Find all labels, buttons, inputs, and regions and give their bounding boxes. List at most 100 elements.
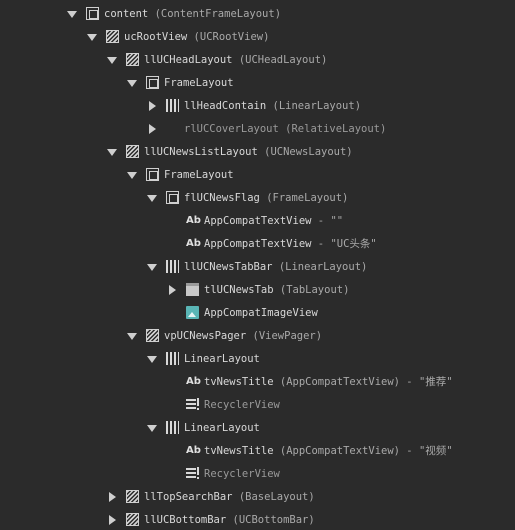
tree-node-label: content (ContentFrameLayout) xyxy=(104,4,281,24)
tree-node-label: FrameLayout xyxy=(164,165,234,185)
collapse-arrow-icon[interactable] xyxy=(126,165,138,185)
tree-node[interactable]: AppCompatImageView xyxy=(0,303,515,323)
tree-node[interactable]: llHeadContain (LinearLayout) xyxy=(0,96,515,116)
tree-node[interactable]: vpUCNewsPager (ViewPager) xyxy=(0,326,515,346)
custom-view-icon xyxy=(126,53,139,66)
node-type: (ContentFrameLayout) xyxy=(154,8,282,20)
tree-node-label: LinearLayout xyxy=(184,349,260,369)
tree-node[interactable]: FrameLayout xyxy=(0,165,515,185)
tree-node[interactable]: RecyclerView xyxy=(0,464,515,484)
tree-node[interactable]: llUCNewsTabBar (LinearLayout) xyxy=(0,257,515,277)
tree-node[interactable]: FrameLayout xyxy=(0,73,515,93)
node-name: llHeadContain xyxy=(184,100,267,112)
tree-node[interactable]: ucRootView (UCRootView) xyxy=(0,27,515,47)
node-name: RecyclerView xyxy=(204,468,280,480)
tree-node-label: llUCNewsTabBar (LinearLayout) xyxy=(184,257,367,277)
custom-view-icon xyxy=(106,30,119,43)
text-view-icon: Ab xyxy=(186,215,201,226)
tree-node-label: llUCHeadLayout (UCHeadLayout) xyxy=(144,50,327,70)
collapse-arrow-icon[interactable] xyxy=(146,257,158,277)
tree-node[interactable]: tlUCNewsTab (TabLayout) xyxy=(0,280,515,300)
collapse-arrow-icon[interactable] xyxy=(146,188,158,208)
linear-layout-icon xyxy=(166,99,179,112)
node-type: - "" xyxy=(317,215,344,227)
expand-arrow-icon[interactable] xyxy=(106,510,118,530)
recycler-view-icon xyxy=(186,398,200,411)
node-type: (LinearLayout) xyxy=(272,100,362,112)
tree-node[interactable]: content (ContentFrameLayout) xyxy=(0,4,515,24)
node-type: (TabLayout) xyxy=(279,284,350,296)
tree-node-label: AppCompatTextView - "" xyxy=(204,211,343,231)
tree-node[interactable]: llUCHeadLayout (UCHeadLayout) xyxy=(0,50,515,70)
node-name: llUCNewsListLayout xyxy=(144,146,258,158)
node-type: (UCBottomBar) xyxy=(232,514,315,526)
node-type: (AppCompatTextView) - "视频" xyxy=(279,445,453,457)
collapse-arrow-icon[interactable] xyxy=(146,349,158,369)
collapse-arrow-icon[interactable] xyxy=(126,73,138,93)
image-view-icon xyxy=(186,306,199,319)
collapse-arrow-icon[interactable] xyxy=(126,326,138,346)
tree-node-label: llUCNewsListLayout (UCNewsLayout) xyxy=(144,142,353,162)
relative-layout-icon xyxy=(166,122,179,135)
text-view-icon: Ab xyxy=(186,445,201,456)
collapse-arrow-icon[interactable] xyxy=(106,50,118,70)
tree-node[interactable]: rlUCCoverLayout (RelativeLayout) xyxy=(0,119,515,139)
expand-arrow-icon[interactable] xyxy=(106,487,118,507)
frame-layout-icon xyxy=(86,7,99,20)
tree-node-label: llHeadContain (LinearLayout) xyxy=(184,96,361,116)
text-view-icon: Ab xyxy=(186,376,201,387)
node-name: FrameLayout xyxy=(164,77,234,89)
collapse-arrow-icon[interactable] xyxy=(106,142,118,162)
node-name: tvNewsTitle xyxy=(204,445,274,457)
tree-node-label: LinearLayout xyxy=(184,418,260,438)
node-name: AppCompatTextView xyxy=(204,215,312,227)
collapse-arrow-icon[interactable] xyxy=(86,27,98,47)
frame-layout-icon xyxy=(146,168,159,181)
node-type: - "UC头条" xyxy=(317,238,377,250)
tree-node-label: llTopSearchBar (BaseLayout) xyxy=(144,487,315,507)
tree-node[interactable]: flUCNewsFlag (FrameLayout) xyxy=(0,188,515,208)
tab-layout-icon xyxy=(186,283,199,296)
node-name: tvNewsTitle xyxy=(204,376,274,388)
node-type: (UCHeadLayout) xyxy=(238,54,328,66)
tree-node[interactable]: llTopSearchBar (BaseLayout) xyxy=(0,487,515,507)
tree-node-label: tvNewsTitle (AppCompatTextView) - "推荐" xyxy=(204,372,453,392)
node-name: AppCompatImageView xyxy=(204,307,318,319)
node-name: llUCBottomBar xyxy=(144,514,227,526)
expand-arrow-icon[interactable] xyxy=(166,280,178,300)
node-name: tlUCNewsTab xyxy=(204,284,274,296)
tree-node[interactable]: llUCBottomBar (UCBottomBar) xyxy=(0,510,515,530)
custom-view-icon xyxy=(146,329,159,342)
tree-node[interactable]: llUCNewsListLayout (UCNewsLayout) xyxy=(0,142,515,162)
node-type: (FrameLayout) xyxy=(266,192,349,204)
node-type: (LinearLayout) xyxy=(278,261,368,273)
node-name: llUCNewsTabBar xyxy=(184,261,273,273)
text-view-icon: Ab xyxy=(186,238,201,249)
node-name: FrameLayout xyxy=(164,169,234,181)
node-type: (ViewPager) xyxy=(252,330,323,342)
tree-node[interactable]: LinearLayout xyxy=(0,349,515,369)
tree-node[interactable]: LinearLayout xyxy=(0,418,515,438)
linear-layout-icon xyxy=(166,421,179,434)
tree-node[interactable]: RecyclerView xyxy=(0,395,515,415)
node-name: LinearLayout xyxy=(184,353,260,365)
node-name: vpUCNewsPager xyxy=(164,330,247,342)
tree-node-label: ucRootView (UCRootView) xyxy=(124,27,269,47)
expand-arrow-icon[interactable] xyxy=(146,96,158,116)
frame-layout-icon xyxy=(166,191,179,204)
node-name: flUCNewsFlag xyxy=(184,192,260,204)
custom-view-icon xyxy=(126,490,139,503)
tree-node-label: AppCompatTextView - "UC头条" xyxy=(204,234,377,254)
expand-arrow-icon[interactable] xyxy=(146,119,158,139)
tree-node-label: FrameLayout xyxy=(164,73,234,93)
node-type: (AppCompatTextView) - "推荐" xyxy=(279,376,453,388)
collapse-arrow-icon[interactable] xyxy=(146,418,158,438)
tree-node-label: tlUCNewsTab (TabLayout) xyxy=(204,280,349,300)
node-name: RecyclerView xyxy=(204,399,280,411)
collapse-arrow-icon[interactable] xyxy=(66,4,78,24)
